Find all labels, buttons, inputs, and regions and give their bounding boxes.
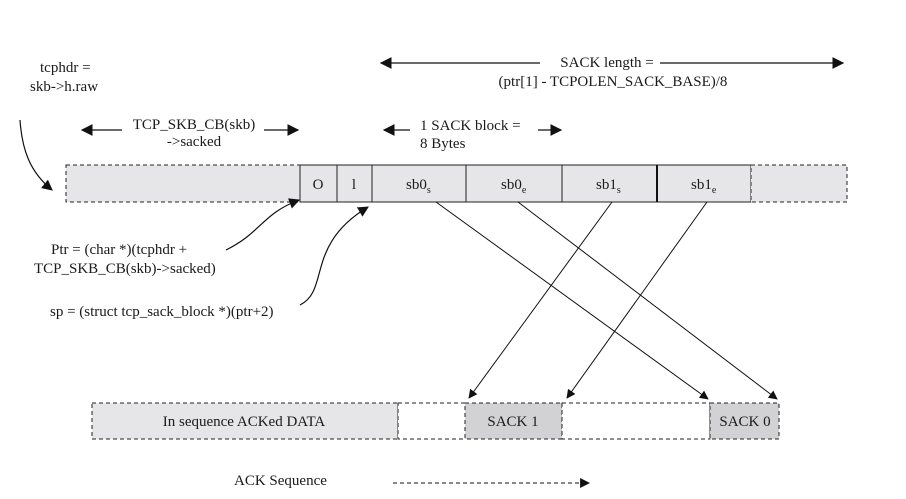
- option-kind-cell: [299, 164, 338, 203]
- sb1-start-to-sack1-arrow: [468, 201, 613, 399]
- header-prefix-cell: [65, 164, 301, 203]
- sb0-end-text: sb0e: [501, 177, 527, 196]
- tcphdr-label-line2: skb->h.raw: [30, 79, 98, 95]
- block-label-line2: 8 Bytes: [420, 136, 466, 152]
- option-length-text: l: [352, 177, 356, 193]
- sb0-end-to-sack0-end-arrow: [517, 201, 778, 400]
- sb0-start-text: sb0s: [406, 177, 431, 196]
- ptr-pointer-arrow: [225, 198, 301, 251]
- acked-data-text: In sequence ACKed DATA: [163, 414, 326, 430]
- sb1-end-text: sb1e: [691, 177, 717, 196]
- sack0-cell: [709, 402, 780, 440]
- sb1-start-text: sb1s: [596, 177, 621, 196]
- ptr-label-line2: TCP_SKB_CB(skb)->sacked): [34, 261, 216, 277]
- option-kind-text: O: [313, 177, 324, 193]
- sack1-text: SACK 1: [487, 414, 538, 430]
- sb1-end-to-sack1-end-arrow: [566, 201, 708, 399]
- sack-length-label-line2: (ptr[1] - TCPOLEN_SACK_BASE)/8: [499, 74, 728, 90]
- sack-length-label-line1: SACK length =: [560, 55, 653, 71]
- sp-pointer-arrow: [299, 206, 369, 306]
- cb-label-line1: TCP_SKB_CB(skb): [133, 117, 256, 133]
- sb1-end-cell: [656, 164, 752, 203]
- gap-cell-2: [561, 402, 711, 440]
- sack0-text: SACK 0: [719, 414, 770, 430]
- ptr-label-line1: Ptr = (char *)(tcphdr +: [51, 242, 187, 258]
- option-length-cell: [336, 164, 373, 203]
- cb-label-line2: ->sacked: [167, 134, 222, 150]
- sack1-cell: [464, 402, 563, 440]
- header-suffix-cell: [750, 164, 848, 203]
- gap-cell-1: [397, 402, 466, 440]
- sp-label: sp = (struct tcp_sack_block *)(ptr+2): [50, 304, 274, 320]
- ack-sequence-label: ACK Sequence: [234, 473, 327, 489]
- block-label-line1: 1 SACK block =: [420, 118, 521, 134]
- tcphdr-pointer-arrow: [19, 119, 53, 191]
- tcphdr-label-line1: tcphdr =: [40, 60, 91, 76]
- sb0-start-to-sack0-arrow: [435, 201, 709, 400]
